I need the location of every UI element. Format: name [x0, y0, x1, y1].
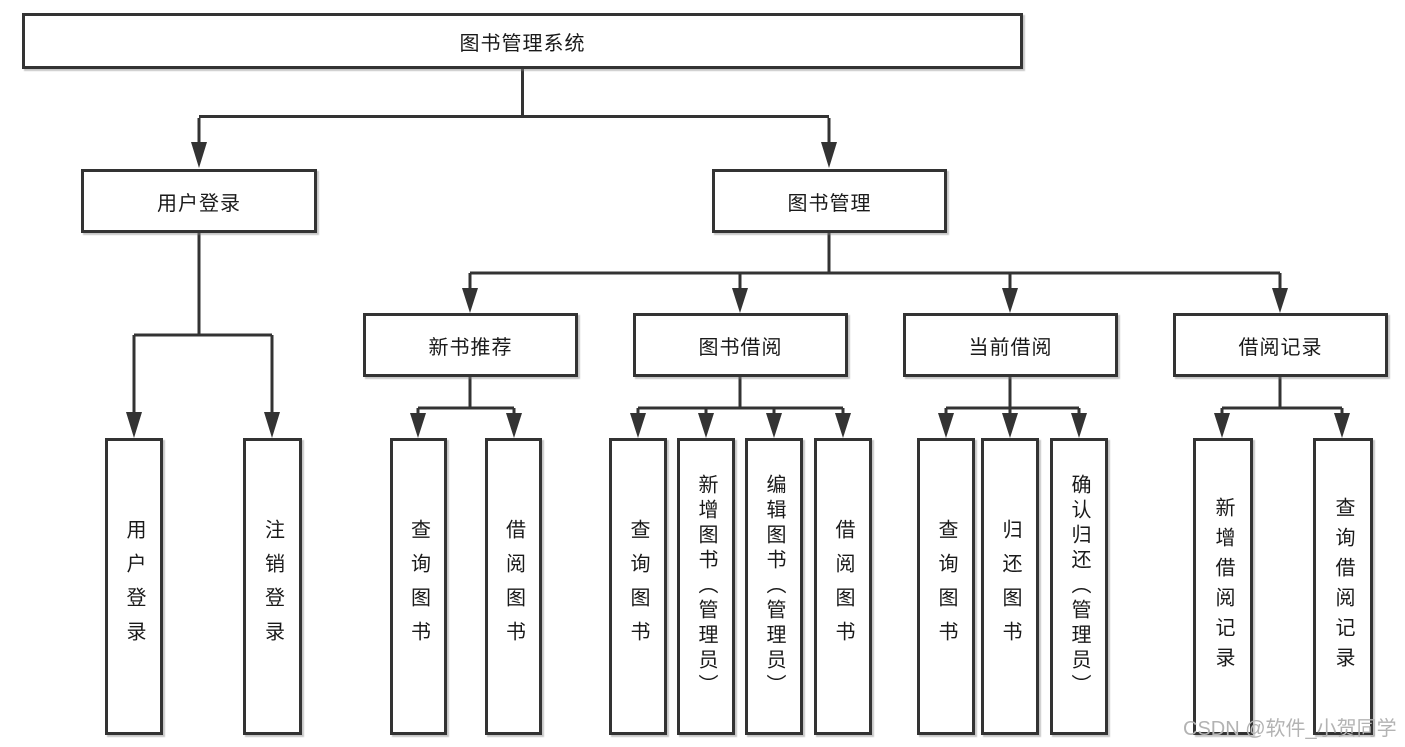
leaf-bb-edit-book-admin-label: 编辑图书（管理员） — [763, 474, 785, 699]
node-book-borrow: 图书借阅 — [633, 313, 848, 377]
leaf-cb-return-book: 归还图书 — [981, 438, 1039, 735]
node-book-management: 图书管理 — [712, 169, 947, 233]
leaf-cb-return-book-label: 归还图书 — [999, 518, 1021, 655]
leaf-rec-borrow-book-label: 借阅图书 — [502, 518, 525, 655]
leaf-rec-query-book-label: 查询图书 — [407, 518, 430, 655]
watermark: CSDN @软件_小贺同学 — [1183, 718, 1397, 740]
node-new-book-recommend-label: 新书推荐 — [428, 336, 513, 359]
leaf-cb-confirm-return-admin-label: 确认归还（管理员） — [1068, 474, 1090, 699]
node-book-borrow-label: 图书借阅 — [698, 336, 783, 359]
leaf-logout: 注销登录 — [243, 438, 302, 735]
node-new-book-recommend: 新书推荐 — [363, 313, 578, 377]
leaf-cb-confirm-return-admin: 确认归还（管理员） — [1050, 438, 1108, 735]
leaf-bb-add-book-admin: 新增图书（管理员） — [677, 438, 735, 735]
node-user-login-label: 用户登录 — [157, 192, 241, 215]
leaf-bb-query-book: 查询图书 — [609, 438, 667, 735]
leaf-br-query-record: 查询借阅记录 — [1313, 438, 1373, 735]
leaf-bb-add-book-admin-label: 新增图书（管理员） — [695, 474, 717, 699]
leaf-rec-query-book: 查询图书 — [390, 438, 447, 735]
leaf-br-add-record: 新增借阅记录 — [1193, 438, 1253, 735]
node-root-label: 图书管理系统 — [459, 32, 586, 55]
node-borrow-records-label: 借阅记录 — [1238, 336, 1323, 359]
leaf-bb-borrow-book-label: 借阅图书 — [832, 518, 854, 655]
node-user-login: 用户登录 — [81, 169, 317, 233]
leaf-rec-borrow-book: 借阅图书 — [485, 438, 542, 735]
arrowheads — [126, 142, 1350, 438]
node-current-borrow-label: 当前借阅 — [968, 336, 1053, 359]
leaf-bb-borrow-book: 借阅图书 — [814, 438, 872, 735]
leaf-cb-query-book-label: 查询图书 — [935, 518, 957, 655]
node-root: 图书管理系统 — [22, 13, 1023, 69]
leaf-user-login: 用户登录 — [105, 438, 163, 735]
leaf-cb-query-book: 查询图书 — [917, 438, 975, 735]
node-borrow-records: 借阅记录 — [1173, 313, 1388, 377]
node-current-borrow: 当前借阅 — [903, 313, 1118, 377]
node-book-management-label: 图书管理 — [787, 192, 872, 215]
leaf-user-login-label: 用户登录 — [123, 518, 145, 655]
leaf-bb-edit-book-admin: 编辑图书（管理员） — [745, 438, 803, 735]
leaf-logout-label: 注销登录 — [261, 518, 284, 655]
leaf-bb-query-book-label: 查询图书 — [627, 518, 649, 655]
leaf-br-query-record-label: 查询借阅记录 — [1332, 496, 1354, 677]
leaf-br-add-record-label: 新增借阅记录 — [1212, 496, 1234, 677]
